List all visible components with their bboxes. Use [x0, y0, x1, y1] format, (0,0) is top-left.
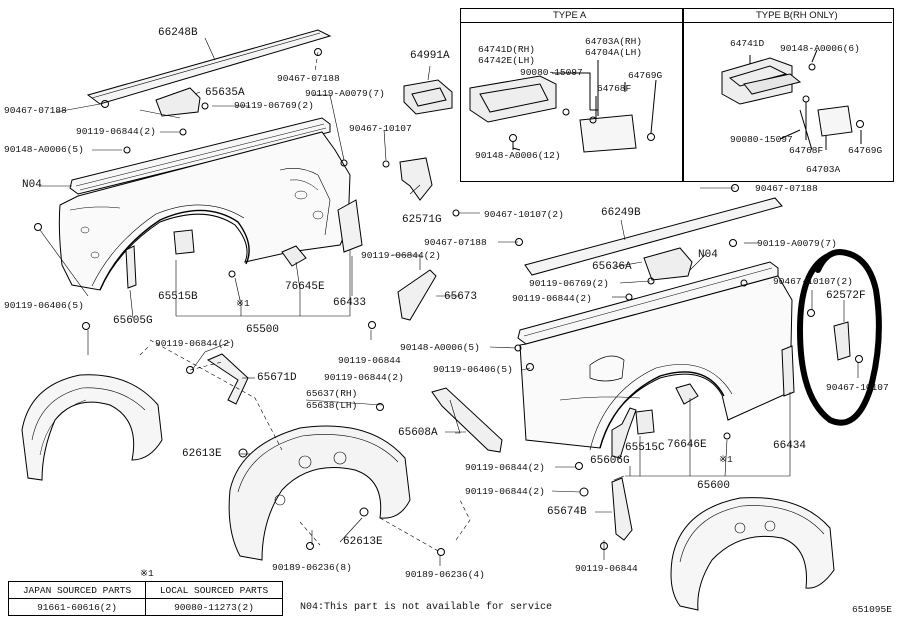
part-label: 65606G: [590, 455, 630, 467]
part-label: 90148-A0006(5): [4, 144, 84, 155]
part-label: 64703A(RH): [585, 36, 643, 47]
part-label: 65515C: [625, 442, 665, 454]
part-label: 64703A: [806, 164, 841, 175]
part-label: 90119-06844(2): [76, 126, 156, 137]
part-label: 90467-10107: [826, 382, 889, 393]
type-header-rule: [460, 8, 892, 23]
part-label: 90119-06406(5): [4, 300, 84, 311]
part-label: 65605G: [113, 315, 153, 327]
part-label: 65638(LH): [306, 400, 358, 411]
part-label: 90119-06844(2): [465, 486, 545, 497]
table-cell: 91661-60616(2): [8, 598, 146, 616]
part-label: 64768F: [597, 83, 632, 94]
right-wheelhouse-liner: [670, 497, 835, 611]
part-label: 90467-07188: [424, 237, 487, 248]
diagram-code: 651095E: [852, 604, 892, 615]
part-label: 65600: [697, 480, 731, 492]
part-label: N04: [22, 179, 42, 191]
leader-lines-right: [445, 187, 859, 560]
part-label: 65500: [246, 324, 280, 336]
type-a-drawing: [469, 60, 657, 153]
part-label: 65635A: [205, 87, 245, 99]
part-label: 90148-A0006(6): [780, 43, 860, 54]
part-label: 90467-10107(2): [484, 209, 564, 220]
leader-lines: [39, 37, 480, 566]
part-label: 90148-A0006(5): [400, 342, 480, 353]
type-a-title: TYPE A: [553, 10, 587, 21]
part-label: 66433: [333, 297, 367, 309]
table-note-mark: ※1: [140, 568, 154, 579]
part-label: ※1: [236, 298, 250, 309]
bracket-65671D: [206, 353, 249, 405]
part-label: 62571G: [402, 214, 442, 226]
part-label: 62613E: [182, 448, 222, 460]
part-label: 90467-07188: [755, 183, 818, 194]
table-cell: 90080-11273(2): [145, 598, 283, 616]
part-label: 64769G: [628, 70, 663, 81]
part-label: 90119-A0079(7): [305, 88, 385, 99]
part-label: 65671D: [257, 372, 297, 384]
type-b-title: TYPE B(RH ONLY): [756, 10, 838, 21]
part-label: 66434: [773, 440, 807, 452]
part-label: 90119-06844(2): [465, 462, 545, 473]
part-label: 90080-15097: [730, 134, 793, 145]
part-label: 64768F: [789, 145, 824, 156]
part-label: 64742E(LH): [478, 55, 536, 66]
part-label: 64991A: [410, 50, 450, 62]
part-label: 64741D(RH): [478, 44, 536, 55]
footnote: N04:This part is not available for servi…: [300, 602, 553, 613]
table-header: JAPAN SOURCED PARTS: [8, 581, 146, 599]
part-label: 90119-06844: [338, 355, 401, 366]
part-label: 65674B: [547, 506, 587, 518]
part-label: 90119-06769(2): [529, 278, 609, 289]
part-label: 76646E: [667, 439, 707, 451]
part-label: 90119-06844(2): [155, 338, 235, 349]
part-label: 62613E: [343, 536, 383, 548]
left-small-liner: [21, 374, 163, 481]
part-label: 90189-06236(4): [405, 569, 485, 580]
part-label: 65673: [444, 291, 478, 303]
left-bed-side-panel: [34, 29, 363, 330]
left-wheelhouse-liner: [228, 425, 445, 561]
part-label: 65515B: [158, 291, 198, 303]
part-label: 90119-06844(2): [361, 250, 441, 261]
part-label: 90080-15097: [520, 67, 583, 78]
part-label: 76645E: [285, 281, 325, 293]
table-header: LOCAL SOURCED PARTS: [145, 581, 283, 599]
type-b-drawing: [721, 49, 864, 151]
part-label: 90467-07188: [277, 73, 340, 84]
part-label: 66248B: [158, 27, 198, 39]
part-label: 90119-06844(2): [324, 372, 404, 383]
dashed-guides: [139, 51, 471, 553]
type-b-box: [682, 8, 894, 182]
part-label: 90119-06844(2): [512, 293, 592, 304]
part-label: 90189-06236(8): [272, 562, 352, 573]
part-label: 90119-06769(2): [234, 100, 314, 111]
part-label: 90467-07188: [4, 105, 67, 116]
part-label: 90148-A0006(12): [475, 150, 561, 161]
part-label: 62572F: [826, 290, 866, 302]
part-label: N04: [698, 249, 718, 261]
part-label: 64741D: [730, 38, 765, 49]
part-label: 90467-10107: [349, 123, 412, 134]
sourced-parts-table: JAPAN SOURCED PARTS LOCAL SOURCED PARTS …: [8, 581, 283, 616]
part-label: 66249B: [601, 207, 641, 219]
bracket-65673: [397, 269, 437, 321]
type-a-box: [460, 8, 684, 182]
part-label: 65608A: [398, 427, 438, 439]
part-label: 64704A(LH): [585, 47, 643, 58]
part-label: 64769G: [848, 145, 883, 156]
part-label: 65636A: [592, 261, 632, 273]
part-label: 90467-10107(2): [773, 276, 853, 287]
part-label: 90119-06406(5): [433, 364, 513, 375]
part-label: 90119-A0079(7): [757, 238, 837, 249]
bracket-62571G: [399, 157, 433, 201]
highlight-circle: [796, 248, 882, 426]
part-label: ※1: [719, 454, 733, 465]
part-label: 90119-06844: [575, 563, 638, 574]
part-label: 65637(RH): [306, 388, 358, 399]
right-bed-side-panel: [431, 184, 863, 550]
